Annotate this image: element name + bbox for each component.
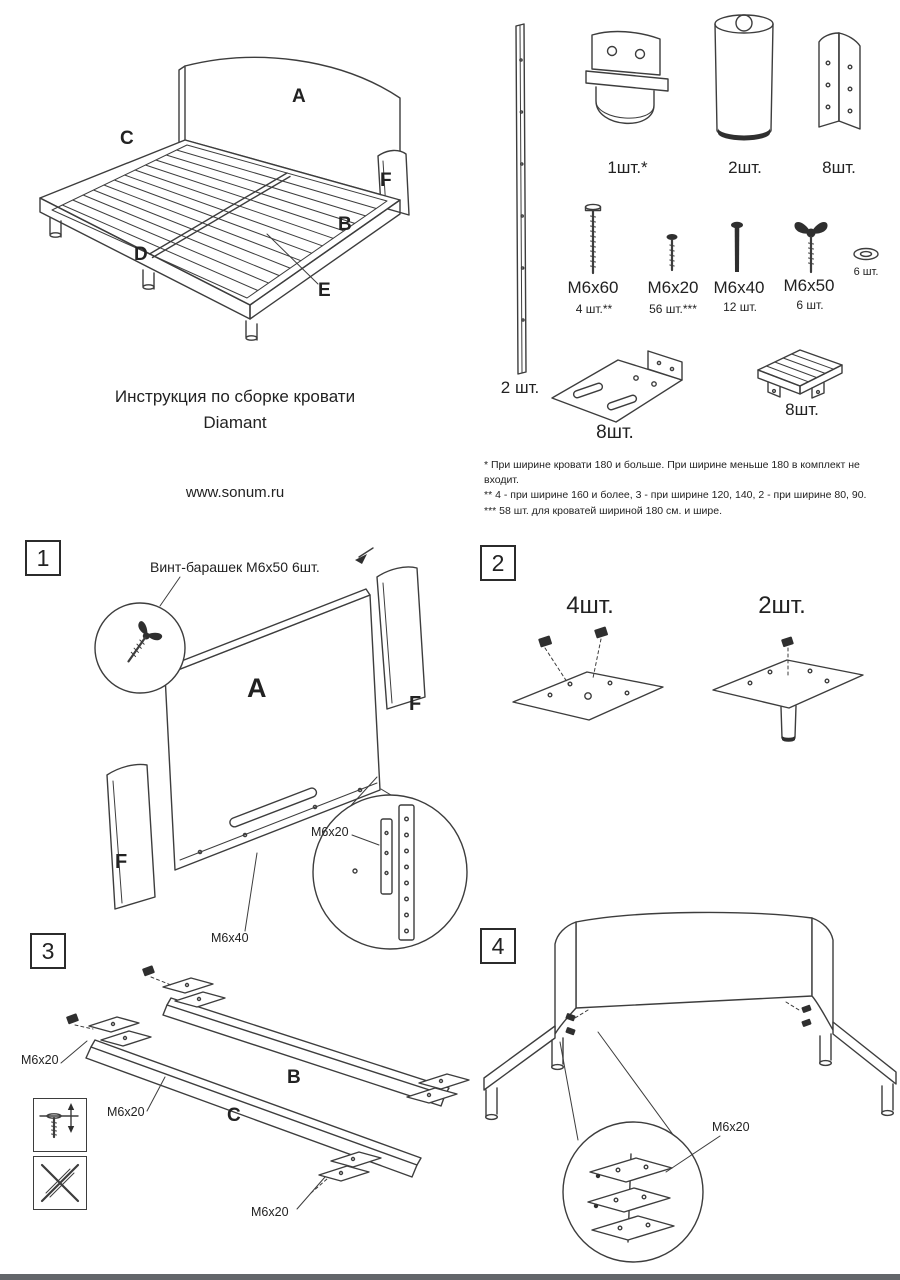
part-bracket-plate-qty: 8шт. (596, 422, 634, 443)
part-foot-drawing (757, 349, 843, 399)
step-2-qty-left: 4шт. (566, 592, 614, 619)
step-1-label-m6x40: М6х40 (211, 931, 249, 945)
website-text: www.sonum.ru (185, 484, 285, 501)
step-2-drawing (512, 626, 864, 742)
screw-m6x20-drawing (666, 234, 678, 272)
step-1-label-f-right: F (409, 693, 422, 715)
part-bracket-cup-qty: 1шт.* (607, 158, 648, 177)
part-leg-drawing (714, 14, 774, 141)
bed-label-b: B (338, 214, 352, 235)
window-bottom-edge (0, 1274, 900, 1280)
part-foot-qty: 8шт. (785, 400, 819, 419)
icon-do-not (33, 1156, 87, 1210)
part-corner-bracket-qty: 8шт. (822, 158, 856, 177)
washer-drawing (853, 247, 879, 261)
step-3-drawing (60, 965, 470, 1210)
step-4-number: 4 (480, 928, 516, 964)
part-bracket-cup-drawing (585, 30, 669, 125)
step-4: 4 (468, 900, 900, 1278)
bed-label-a: A (292, 86, 306, 107)
screw-m6x40-drawing (731, 221, 743, 272)
step-1-note: Винт-барашек М6х50 6шт. (150, 559, 320, 575)
step-3-number: 3 (30, 933, 66, 969)
screw-m6x40-name: М6х40 (713, 278, 765, 297)
step-1: 1 (15, 535, 471, 965)
washer-qty: 6 шт. (853, 266, 879, 278)
step-2-qty-right: 2шт. (758, 592, 806, 619)
step-2: 2 4шт. 2шт. (475, 540, 895, 775)
title-line-1: Инструкция по сборке кровати (114, 387, 356, 406)
part-bracket-plate-drawing (551, 350, 683, 423)
bed-label-e: E (318, 280, 331, 301)
screw-m6x60-drawing (584, 203, 602, 275)
step-4-label-m6x20: М6х20 (712, 1120, 750, 1134)
step-1-number: 1 (25, 540, 61, 576)
step-3-label-m6x20-3: М6х20 (251, 1205, 289, 1219)
screw-m6x60-qty: 4 шт.** (575, 302, 613, 316)
step-4-drawing (483, 911, 897, 1263)
title-block: Инструкция по сборке кровати Diamant (60, 384, 410, 435)
step-1-label-a: A (247, 673, 267, 703)
step-1-drawing (94, 547, 468, 950)
footnote-3: *** 58 шт. для кроватей шириной 180 см. … (484, 504, 723, 517)
step-3-label-m6x20-2: М6х20 (107, 1105, 145, 1119)
part-slat-drawing (515, 23, 527, 375)
screw-m6x50-qty: 6 шт. (796, 298, 824, 312)
step-3-label-c: C (227, 1105, 241, 1126)
part-leg-qty: 2шт. (728, 158, 762, 177)
footnote-2: ** 4 - при ширине 160 и более, 3 - при ш… (484, 489, 867, 502)
footnote-1: * При ширине кровати 180 и больше. При ш… (484, 459, 860, 487)
step-1-label-f-left: F (115, 851, 128, 873)
step-3: 3 (15, 925, 471, 1280)
step-2-number: 2 (480, 545, 516, 581)
part-corner-bracket-drawing (818, 32, 861, 130)
screw-m6x20-qty: 56 шт.*** (649, 302, 697, 316)
icon-screw-depth (33, 1098, 87, 1152)
step-1-label-m6x20: М6х20 (311, 825, 349, 839)
step-3-label-b: B (287, 1067, 301, 1088)
bed-overview: A B C D E F (30, 28, 440, 360)
bed-label-f: F (380, 170, 392, 191)
parts-panel: 2 шт. 1шт.* 2шт. 8шт. (480, 10, 895, 517)
screw-m6x50-drawing (794, 221, 828, 274)
bed-label-d: D (134, 244, 148, 265)
title-line-2: Diamant (203, 412, 267, 432)
part-slat-qty: 2 шт. (500, 378, 540, 397)
step-3-label-m6x20-1: М6х20 (21, 1053, 59, 1067)
bed-label-c: C (120, 128, 134, 149)
bed-drawing (39, 56, 410, 341)
screw-m6x40-qty: 12 шт. (723, 300, 757, 314)
screw-m6x20-name: М6х20 (647, 278, 699, 297)
screw-m6x50-name: М6х50 (783, 276, 835, 295)
footnotes: * При ширине кровати 180 и больше. При ш… (484, 458, 894, 519)
screw-m6x60-name: М6х60 (567, 278, 619, 297)
